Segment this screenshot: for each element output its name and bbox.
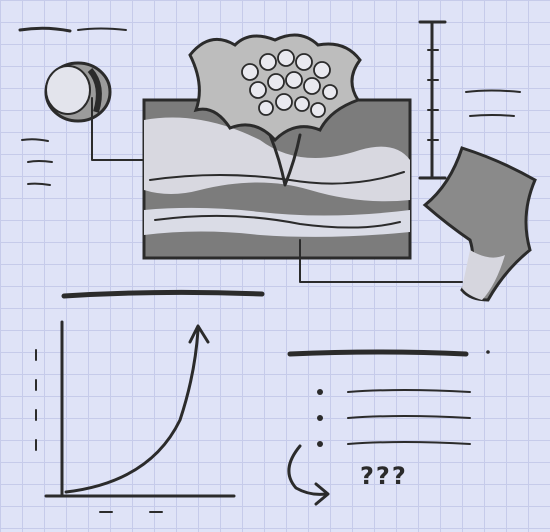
section-divider (61, 289, 265, 299)
landscape-image (142, 98, 412, 260)
disc-icon (44, 61, 112, 123)
growth-curve-sketch (35, 320, 236, 513)
top-left-scribble (18, 26, 127, 33)
flower-cluster-icon (188, 33, 362, 187)
curved-arrow-icon (287, 444, 330, 506)
right-dash-marks (465, 89, 521, 117)
question-marks-label: ??? (360, 462, 408, 490)
curled-leaf-icon (299, 146, 537, 302)
vertical-scale-bar (418, 20, 447, 180)
bullet-list-sketch (287, 349, 490, 447)
